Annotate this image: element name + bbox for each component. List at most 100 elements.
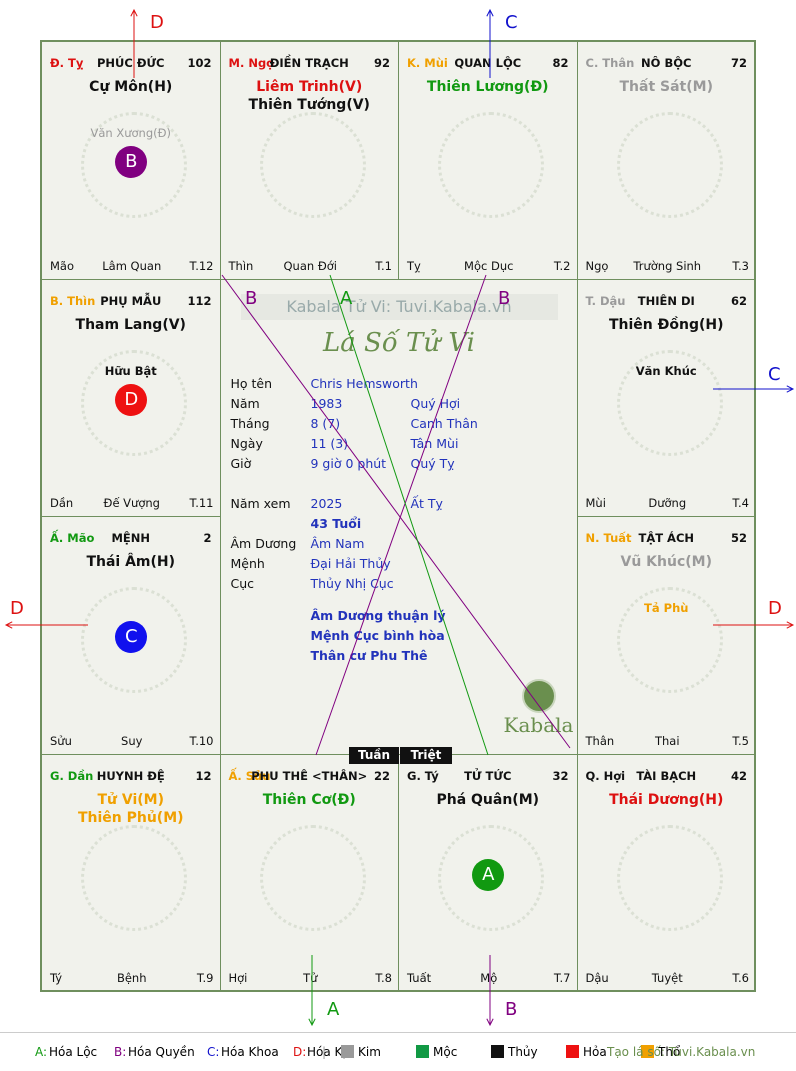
footer-stage: Suy bbox=[121, 733, 143, 748]
info-value-can-chi: Quý Tỵ bbox=[410, 455, 455, 471]
hoa-arrow-label: D bbox=[10, 598, 24, 619]
info-value: 11 (3) bbox=[310, 435, 349, 451]
zodiac-watermark bbox=[616, 824, 723, 931]
palace-number: 32 bbox=[552, 768, 569, 783]
zodiac-watermark bbox=[81, 349, 188, 456]
element-swatch bbox=[416, 1045, 429, 1058]
palace-number: 82 bbox=[552, 56, 569, 70]
main-star: Phá Quân(M) bbox=[436, 791, 540, 808]
footer-branch: Ngọ bbox=[585, 258, 609, 273]
footer-term: T.12 bbox=[189, 258, 214, 273]
element-swatch bbox=[566, 1045, 579, 1058]
palace-number: 62 bbox=[730, 293, 747, 308]
info-value-can-chi: Tân Mùi bbox=[410, 435, 459, 451]
arrow-head bbox=[786, 385, 795, 393]
main-star: Tử Vi(M) bbox=[97, 791, 164, 808]
element-label: Thổ bbox=[658, 1045, 681, 1059]
zodiac-watermark bbox=[616, 349, 723, 456]
zodiac-watermark bbox=[259, 824, 366, 931]
main-star: Thiên Đồng(H) bbox=[608, 316, 724, 333]
zodiac-watermark bbox=[81, 587, 188, 693]
info-label: Giờ bbox=[230, 455, 252, 471]
arrow-head bbox=[308, 1018, 316, 1027]
tuan-tag: Tuần bbox=[349, 746, 399, 764]
main-star: Thiên Cơ(Đ) bbox=[262, 791, 356, 808]
info-value: Chris Hemsworth bbox=[310, 375, 418, 391]
palace-can-chi: Q. Hợi bbox=[585, 768, 626, 783]
main-star: Thiên Lương(Đ) bbox=[426, 79, 549, 95]
footer-branch: Mão bbox=[50, 258, 75, 273]
footer-term: T.6 bbox=[732, 971, 749, 985]
destiny-note: Âm Dương thuận lý bbox=[310, 607, 446, 623]
footer-stage: Thai bbox=[654, 733, 680, 748]
footer-term: T.5 bbox=[732, 733, 749, 748]
palace-can-chi: Ấ. Mão bbox=[50, 531, 95, 545]
arrow-head bbox=[786, 621, 795, 629]
footer-branch: Thìn bbox=[228, 258, 254, 273]
palace-number: 112 bbox=[187, 293, 212, 308]
info-label: Cục bbox=[230, 575, 255, 591]
footer-branch: Tỵ bbox=[407, 258, 421, 273]
footer-term: T.1 bbox=[375, 258, 392, 273]
palace-can-chi: G. Dần bbox=[50, 768, 94, 783]
hoa-badge: A bbox=[472, 858, 505, 891]
footer-branch: Sửu bbox=[50, 733, 72, 748]
element-label: Thủy bbox=[508, 1045, 538, 1059]
palace-name: THIÊN DI bbox=[637, 293, 695, 308]
zodiac-watermark bbox=[81, 112, 188, 218]
info-row: 43 Tuổi bbox=[231, 516, 571, 534]
footer-term: T.8 bbox=[375, 971, 392, 985]
palace-name: TẬT ÁCH bbox=[638, 531, 695, 545]
hoa-badge: D bbox=[115, 383, 148, 416]
palace-can-chi: B. Thìn bbox=[50, 293, 96, 308]
footer-stage: Bệnh bbox=[116, 971, 147, 985]
hoa-arrow-label: C bbox=[768, 364, 781, 385]
kabala-logo-text: Kabala bbox=[503, 712, 574, 737]
info-value: Thủy Nhị Cục bbox=[310, 575, 394, 591]
element-label: Mộc bbox=[433, 1045, 458, 1059]
footer-term: T.9 bbox=[196, 971, 214, 985]
palace-can-chi: G. Tý bbox=[407, 768, 439, 783]
hoa-arrow-label: B bbox=[505, 999, 517, 1020]
palace-number: 102 bbox=[187, 56, 212, 70]
palace-can-chi: T. Dậu bbox=[585, 293, 626, 308]
info-label: Năm bbox=[230, 395, 260, 411]
info-value: 43 Tuổi bbox=[310, 515, 362, 531]
legend-key: D: bbox=[293, 1045, 307, 1059]
element-label: Kim bbox=[358, 1045, 381, 1059]
footer-term: T.11 bbox=[189, 496, 214, 510]
footer-term: T.10 bbox=[189, 733, 214, 748]
main-star: Thái Âm(H) bbox=[86, 554, 176, 570]
zodiac-watermark bbox=[438, 824, 545, 931]
main-star: Thái Dương(H) bbox=[609, 791, 724, 808]
arrow-head bbox=[4, 621, 13, 629]
legend-key: C: bbox=[207, 1045, 220, 1059]
site-watermark: Kabala Tử Vi: Tuvi.Kabala.vn bbox=[240, 293, 558, 320]
zodiac-watermark bbox=[616, 587, 723, 693]
palace-name: HUYNH ĐỆ bbox=[96, 768, 165, 783]
